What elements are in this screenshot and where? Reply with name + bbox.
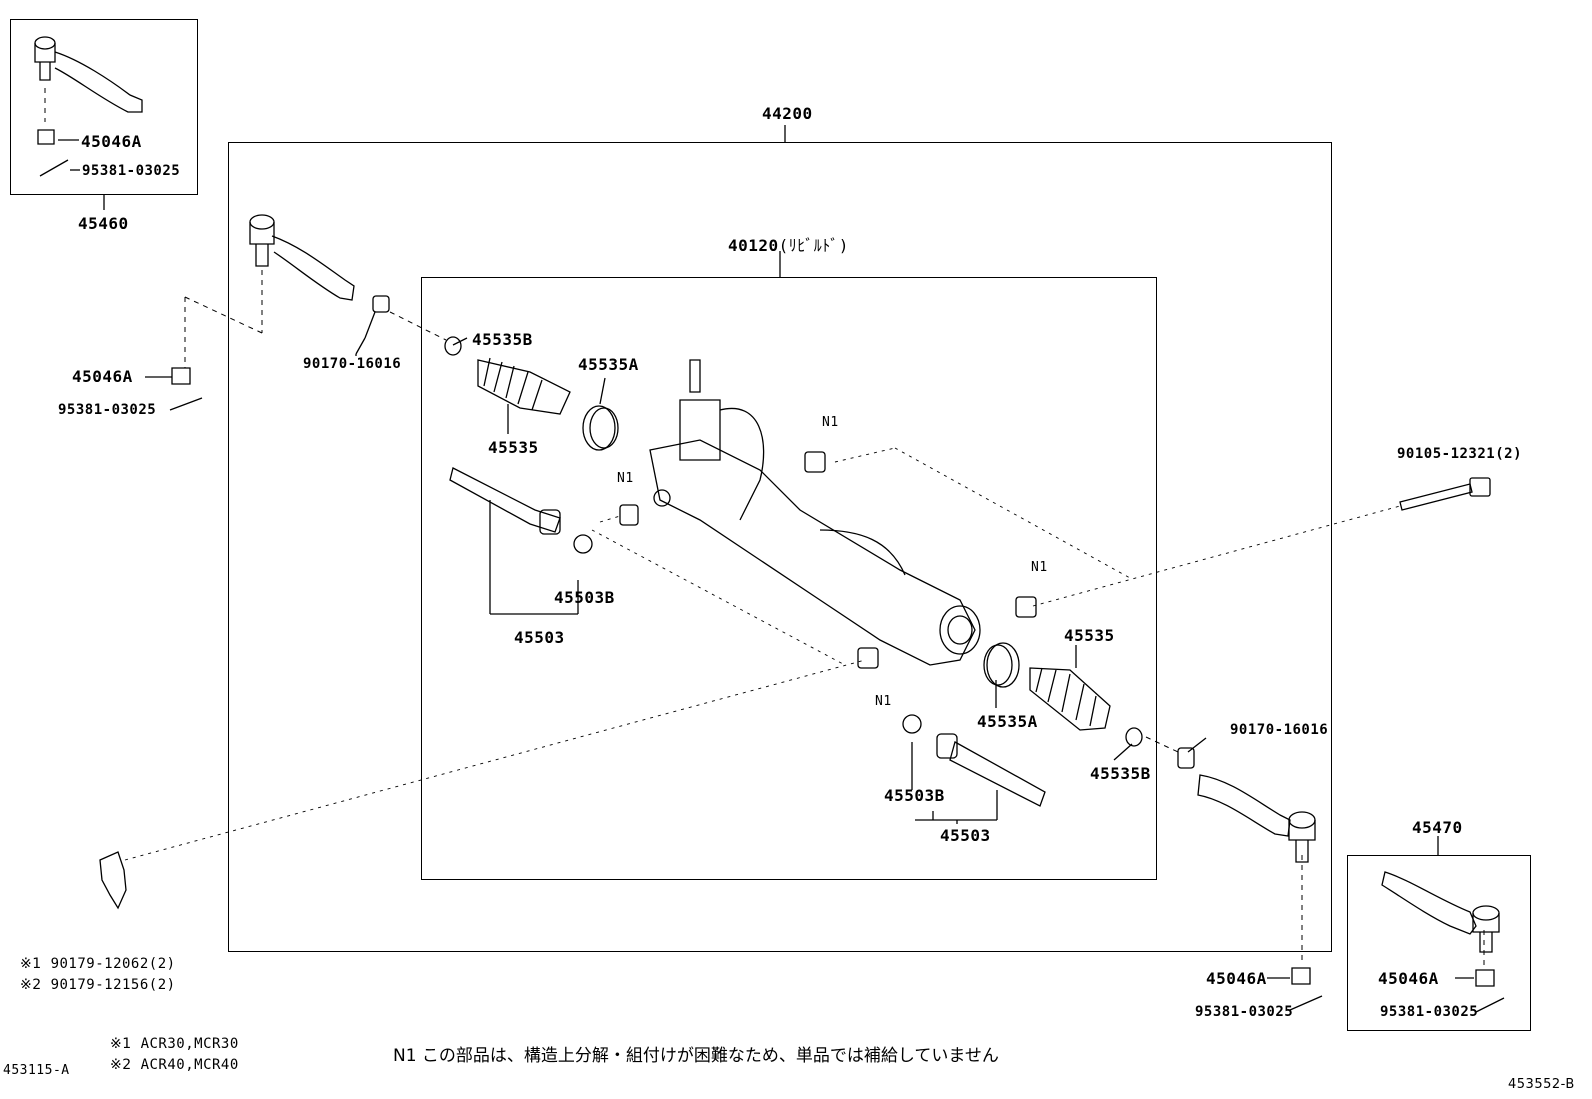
model-note-1-text: ACR30,MCR30: [140, 1036, 239, 1052]
bracket-bolt-line2: ※2 90179-12156(2): [20, 977, 176, 993]
assembly-outer-label: 44200: [762, 104, 813, 123]
n1-label-d: N1: [875, 694, 892, 709]
inset-box-right: [1347, 855, 1531, 1031]
inset-left-nut-label: 45046A: [81, 132, 142, 151]
diagram-code-right: 453552-B: [1508, 1077, 1575, 1092]
assembly-inner-suffix: (ﾘﾋﾞﾙﾄﾞ): [778, 236, 849, 255]
bracket-bolt-part2: 90179-12156(2): [50, 977, 176, 993]
right-bushing-label: 90170-16016: [1230, 722, 1329, 738]
right-boot-label: 45535: [1064, 626, 1115, 645]
model-note-1: ※1 ACR30,MCR30: [110, 1036, 239, 1052]
left-clamp-small-label: 45535B: [472, 330, 533, 349]
bracket-bolt-line1: ※1 90179-12062(2): [20, 956, 176, 972]
diagram-code-left: 453115-A: [3, 1063, 70, 1078]
n1-label-a: N1: [617, 471, 634, 486]
inset-right-nut-label: 45046A: [1378, 969, 1439, 988]
left-tie-rod-end-icon: [170, 215, 389, 410]
bracket-bolt-mark1: ※1: [20, 956, 42, 972]
assembly-box-outer: [228, 142, 1332, 952]
left-inner-end-washer-label: 45503B: [554, 588, 615, 607]
left-pin-label: 95381-03025: [58, 402, 157, 418]
n1-label-b: N1: [822, 415, 839, 430]
right-boot-icon: [984, 643, 1194, 768]
left-clamp-large-label: 45535A: [578, 355, 639, 374]
inset-left-pin-label: 95381-03025: [82, 163, 181, 179]
left-nut-label: 45046A: [72, 367, 133, 386]
bracket-bolt-mark2: ※2: [20, 977, 42, 993]
left-bushing-label: 90170-16016: [303, 356, 402, 372]
right-pin-label: 95381-03025: [1195, 1004, 1294, 1020]
model-note-2-mark: ※2: [110, 1057, 132, 1073]
right-tie-rod-end-icon: [1198, 775, 1322, 1010]
assembly-inner-label: 40120(ﾘﾋﾞﾙﾄﾞ): [728, 232, 849, 256]
left-inset-tie-rod-icon: [35, 37, 142, 176]
model-note-2-text: ACR40,MCR40: [140, 1057, 239, 1073]
bolt-icon: [1400, 478, 1490, 510]
left-boot-label: 45535: [488, 438, 539, 457]
right-clamp-small-label: 45535B: [1090, 764, 1151, 783]
n1-label-c: N1: [1031, 560, 1048, 575]
left-inner-end-icon: [450, 468, 638, 553]
right-nut-label: 45046A: [1206, 969, 1267, 988]
right-inner-end-label: 45503: [940, 826, 991, 845]
inset-right-pin-label: 95381-03025: [1380, 1004, 1479, 1020]
bracket-icon: [100, 852, 126, 908]
inset-box-left: [10, 19, 198, 195]
right-inner-end-washer-label: 45503B: [884, 786, 945, 805]
n1-footnote: N1 この部品は、構造上分解・組付けが困難なため、単品では補給していません: [393, 1046, 999, 1066]
right-inner-end-icon: [903, 715, 1045, 806]
left-inner-end-label: 45503: [514, 628, 565, 647]
right-inset-tie-rod-icon: [1382, 872, 1504, 1012]
bracket-bolt-part1: 90179-12062(2): [50, 956, 176, 972]
steering-rack-icon: [650, 360, 1036, 668]
inset-left-group-label: 45460: [78, 214, 129, 233]
assembly-box-inner: [421, 277, 1157, 880]
inset-right-group-label: 45470: [1412, 818, 1463, 837]
assembly-inner-number: 40120: [728, 236, 779, 255]
bolt-label: 90105-12321(2): [1397, 446, 1523, 462]
model-note-2: ※2 ACR40,MCR40: [110, 1057, 239, 1073]
left-boot-icon: [445, 337, 618, 450]
model-note-1-mark: ※1: [110, 1036, 132, 1052]
right-clamp-large-label: 45535A: [977, 712, 1038, 731]
